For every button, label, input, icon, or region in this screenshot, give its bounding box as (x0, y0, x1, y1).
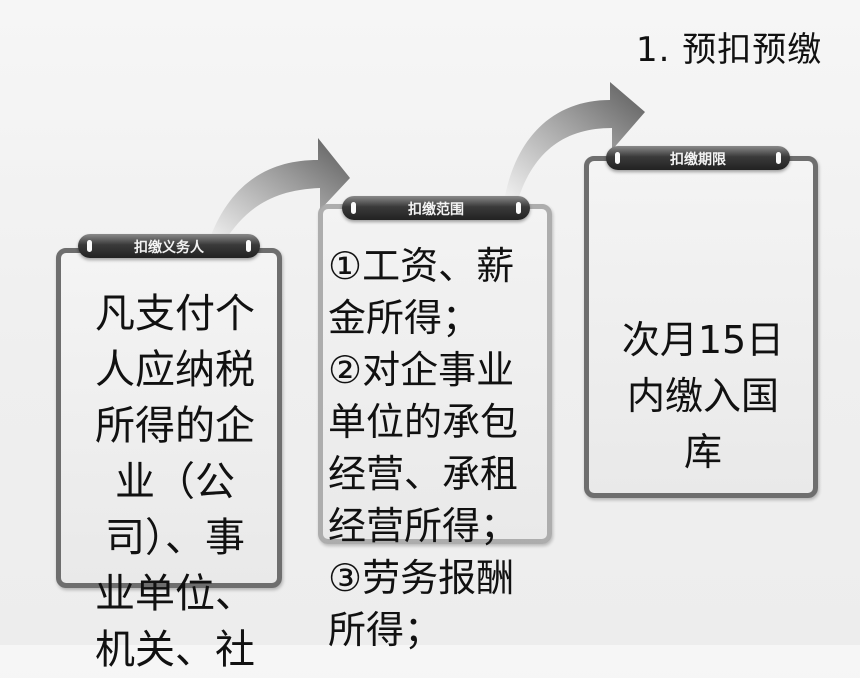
tag-withholding-scope: 扣缴范围 (342, 196, 530, 220)
tag-label: 扣缴义务人 (134, 240, 204, 256)
pill-dot-icon (516, 202, 521, 214)
flow-arrows (210, 82, 645, 242)
card-withholding-scope-text: ①工资、薪 金所得； ②对企事业 单位的承包 经营、承租 经营所得； ③劳务报酬… (328, 244, 519, 652)
card-withholding-agent (56, 248, 282, 588)
card-withholding-deadline (584, 156, 818, 498)
arrow-2-icon (505, 82, 645, 200)
tag-label: 扣缴期限 (670, 152, 726, 168)
card-withholding-deadline-text: 次月15日 内缴入国 库 (621, 318, 785, 474)
tag-withholding-agent: 扣缴义务人 (78, 234, 260, 258)
pill-dot-icon (246, 240, 251, 252)
card-withholding-scope (318, 204, 552, 544)
card-withholding-agent-text: 凡支付个 人应纳税 所得的企 业（公 司）、事 业单位、 机关、社 (95, 291, 255, 673)
tag-withholding-deadline: 扣缴期限 (606, 146, 790, 170)
arrow-1-icon (210, 138, 350, 242)
page-heading: 1. 预扣预缴 (636, 30, 823, 70)
pill-dot-icon (87, 240, 92, 252)
tag-label: 扣缴范围 (408, 202, 464, 218)
pill-dot-icon (615, 152, 620, 164)
pill-dot-icon (351, 202, 356, 214)
pill-dot-icon (776, 152, 781, 164)
